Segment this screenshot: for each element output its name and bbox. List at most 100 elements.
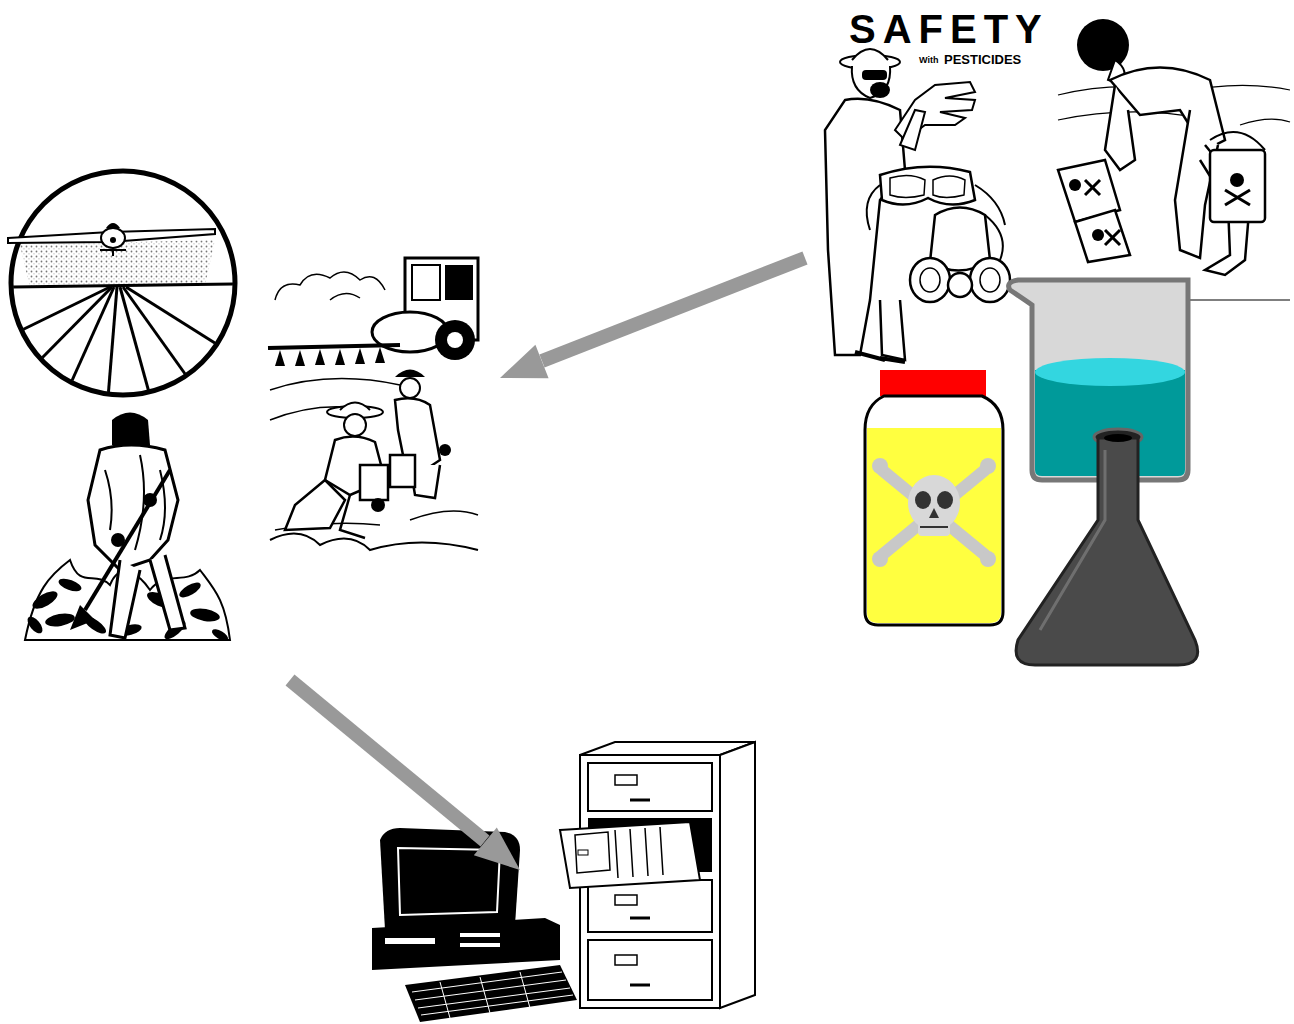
protective-equipment-figure-part (855, 352, 905, 362)
flow-arrow-part (500, 345, 549, 379)
mixing-worker-figure-part-part (1230, 173, 1244, 187)
tractor-spraying-scene-part (285, 480, 345, 530)
poison-bottle-part (880, 370, 986, 396)
mixing-worker-figure-part (1225, 173, 1250, 205)
filing-cabinet-part-part (588, 880, 712, 932)
tractor-spraying-scene-part-part (275, 350, 285, 366)
tractor-spraying-scene-part (390, 455, 415, 487)
tractor-spraying-scene-part (270, 379, 478, 530)
tractor-spraying-scene-part (445, 265, 473, 300)
crop-duster-plane-part (101, 228, 125, 248)
farmer-hoeing-part-part (44, 611, 76, 628)
farmer-hoeing-part (105, 455, 165, 550)
computer (372, 828, 577, 1022)
poison-bottle-part-part (980, 458, 996, 474)
protective-equipment-figure-part (870, 82, 890, 98)
mixing-worker-figure-part-part (1225, 190, 1250, 205)
protective-equipment-figure-part (910, 258, 950, 302)
tractor-spraying-scene-part (360, 465, 388, 500)
tractor-spraying-scene-part (400, 378, 420, 398)
computer-part-part (480, 977, 490, 1013)
poison-bottle-part (865, 396, 1003, 625)
protective-equipment-figure-part (900, 110, 925, 150)
tractor-spraying-scene-part (435, 320, 475, 360)
filing-cabinet-part (630, 799, 650, 802)
filing-cabinet-part (615, 827, 663, 878)
aerial-spray-emblem-part-part-part (108, 287, 117, 398)
crop-duster-plane (8, 223, 215, 256)
computer-part (460, 933, 500, 937)
poison-bottle-part (867, 428, 1001, 623)
farmer-hoeing-part-part (210, 627, 230, 643)
farmer-hoeing-part (111, 533, 125, 547)
filing-cabinet-part-part (630, 829, 633, 877)
tractor-spraying-scene-part-part (355, 348, 365, 364)
mixing-worker-figure-part (1210, 132, 1265, 150)
computer-part (372, 918, 560, 970)
farmer-hoeing-part (110, 555, 185, 638)
protective-equipment-figure-part (948, 273, 972, 297)
mixing-worker-figure-part-part (1105, 230, 1120, 245)
lab-flask-part (1104, 434, 1132, 442)
poison-bottle-part (920, 526, 948, 528)
farmer-hoeing-part-part (189, 606, 221, 623)
filing-cabinet-part (615, 775, 637, 785)
farmer-hoeing-part (143, 493, 157, 507)
aerial-spray-emblem-part-part-part (70, 287, 114, 385)
protective-equipment-figure (825, 49, 1010, 362)
filing-cabinet (560, 742, 755, 1008)
farmer-hoeing-part (88, 445, 178, 570)
filing-cabinet-part (578, 850, 588, 855)
filing-cabinet-part-part (588, 763, 712, 811)
poison-bottle-part-part (872, 551, 888, 567)
mixing-worker-figure-part-part (1105, 230, 1120, 245)
tractor-spraying-scene (268, 258, 478, 550)
poison-bottle-part-part (882, 470, 985, 555)
filing-cabinet-part-part (645, 828, 648, 876)
poison-bottle-part (929, 508, 939, 518)
farmer-hoeing (25, 413, 230, 643)
protective-equipment-figure-part (890, 175, 965, 197)
filing-cabinet-part-part (660, 827, 663, 875)
crop-duster-plane-part (112, 248, 114, 256)
aerial-spray-emblem-part (10, 240, 236, 398)
filing-cabinet-part (560, 822, 700, 888)
computer-part-part (421, 995, 573, 1015)
protective-equipment-figure-part (920, 268, 940, 292)
poison-bottle-part-part (882, 470, 985, 555)
aerial-spray-emblem-part-part-part (126, 287, 218, 345)
filing-cabinet-part (575, 832, 610, 873)
mixing-worker-figure-part (1075, 210, 1130, 262)
poison-bottle-part-part (872, 458, 888, 474)
tractor-spraying-scene-part (371, 498, 385, 512)
tractor-spraying-scene-part (447, 332, 463, 348)
tractor-spraying-scene-part (268, 345, 400, 348)
flow-arrow (290, 680, 520, 870)
computer-part-part (412, 972, 562, 992)
flow-arrow-part (290, 680, 485, 841)
tractor-spraying-scene-part (275, 347, 385, 366)
mixing-worker-figure-part (1058, 85, 1290, 300)
mixing-worker-figure (1058, 19, 1290, 300)
filing-cabinet-part (615, 895, 637, 905)
tractor-spraying-scene-part (270, 534, 478, 550)
computer-part-part (415, 980, 566, 1000)
protective-equipment-figure-part (980, 268, 1000, 292)
tractor-spraying-scene-part (395, 370, 425, 378)
farmer-hoeing-part-part (30, 588, 60, 612)
flow-arrow (500, 258, 805, 378)
mixing-worker-figure-part-part (1069, 179, 1081, 191)
farmer-hoeing-part-part (25, 614, 46, 636)
crop-duster-plane-part (110, 237, 116, 243)
filing-cabinet-part-part (588, 940, 712, 1000)
tractor-spraying-scene-part-part (335, 349, 345, 365)
computer-part (380, 828, 520, 930)
computer-part (460, 943, 500, 947)
protective-equipment-figure-part (970, 258, 1010, 302)
filing-cabinet-part (720, 742, 755, 1008)
poison-bottle-part (937, 491, 953, 509)
poison-bottle-part-part (980, 551, 996, 567)
computer-part (412, 972, 573, 1018)
